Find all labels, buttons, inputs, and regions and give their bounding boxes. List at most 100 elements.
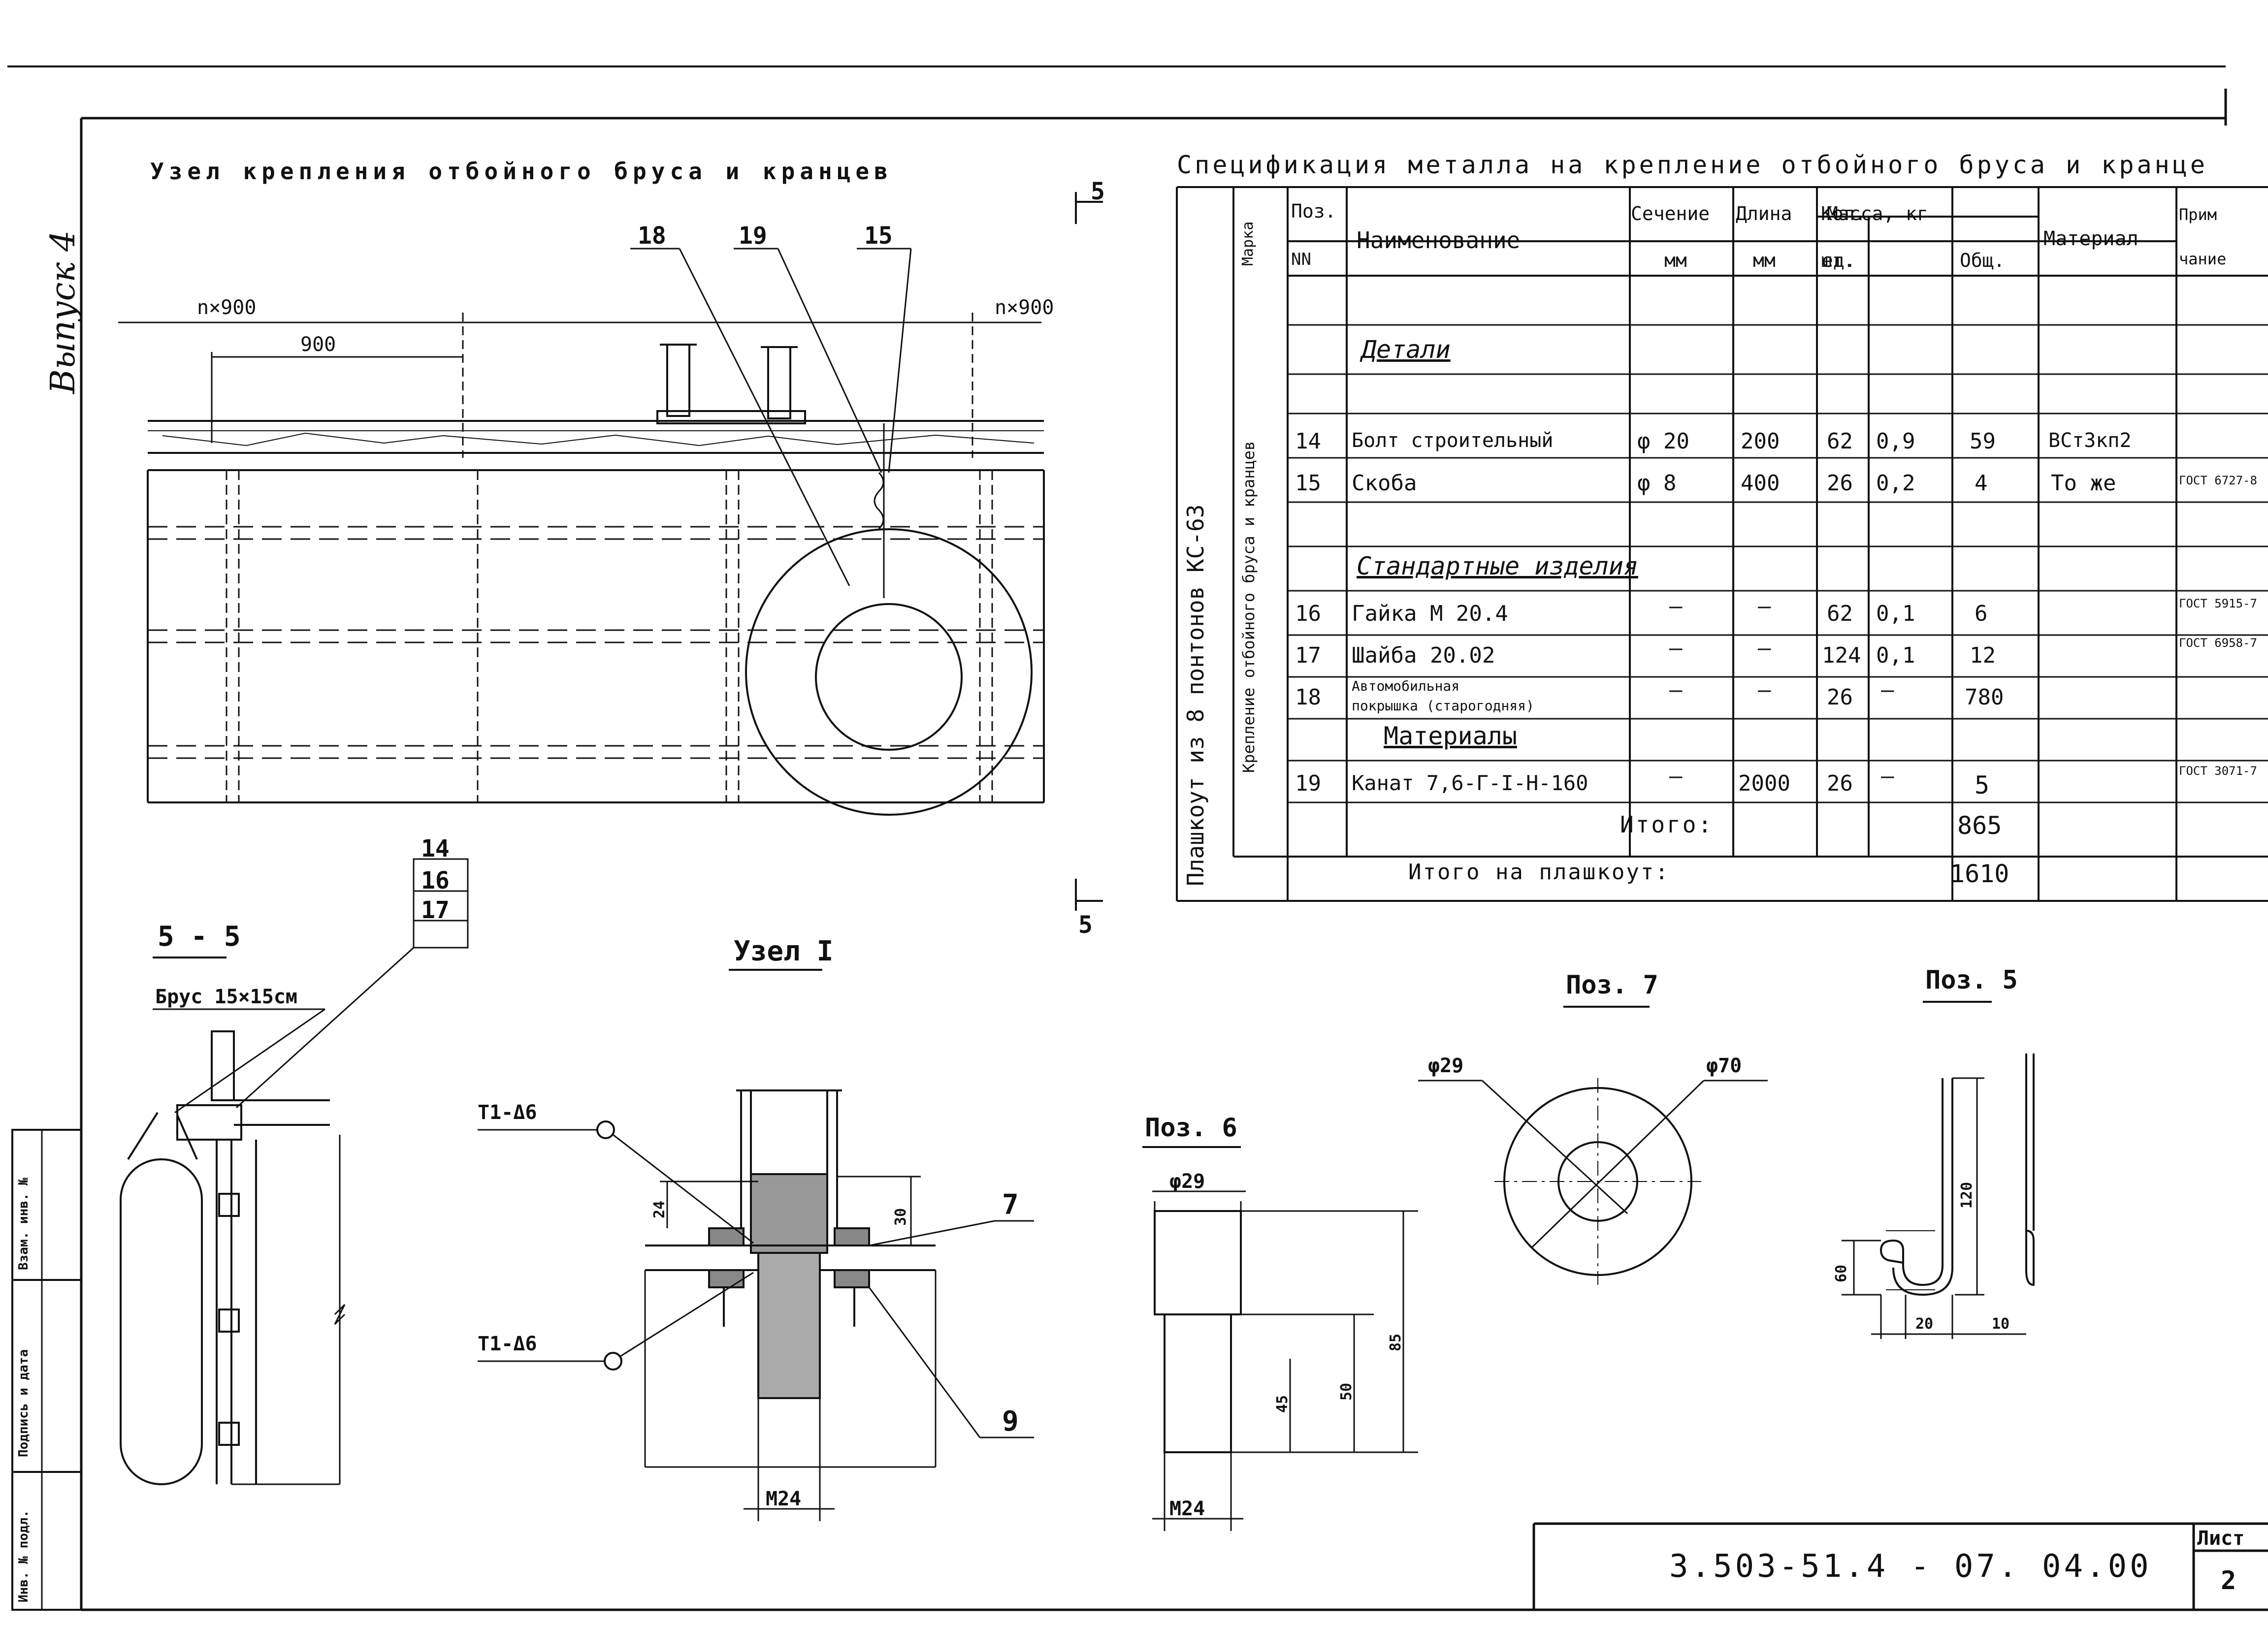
spec-row-14-material: ВСт3кп2 [2048,429,2132,452]
spec-header-mass-unit: ед. [1822,250,1856,271]
section-5-5 [120,858,469,1485]
spec-row-15-mass-total: 4 [1975,471,1988,496]
callout-16: 16 [421,867,450,894]
spec-header-note-1: Прим [2179,205,2217,224]
callout-9: 9 [1002,1405,1019,1437]
callout-17: 17 [421,896,450,924]
pos-6-diameter: φ29 [1169,1170,1205,1193]
pos-7-inner-diameter: φ29 [1428,1054,1464,1077]
dim-120: 120 [1958,1181,1976,1209]
spec-row-14-mass-unit: 0,9 [1876,429,1915,454]
dim-60: 60 [1833,1264,1850,1282]
spec-row-19-section: — [1669,764,1683,789]
spec-header-qty: Кол. [1821,203,1866,224]
beam-label: Брус 15×15см [155,986,297,1008]
spec-row-15-section: φ 8 [1637,471,1677,496]
spec-table: Плашкоут из 8 понтонов КС-63 Крепление о… [1177,192,2268,901]
dim-10: 10 [1992,1315,2010,1333]
pos-5-title: Поз. 5 [1925,965,2018,995]
spec-row-17-qty: 124 [1822,643,1861,668]
spec-row-14-length: 200 [1741,429,1780,454]
callout-15: 15 [864,222,893,250]
stamp-podpis-data: Подпись и дата [16,1349,31,1457]
spec-row-15-qty: 26 [1827,471,1853,496]
spec-row-19-name: Канат 7,6-Г-I-Н-160 [1352,771,1588,795]
spec-grand-total-value: 1610 [1950,860,2009,888]
spec-row-17-section: — [1669,636,1683,661]
section-mark-number-bottom: 5 [1078,911,1093,939]
main-view [118,192,1103,911]
weld-bottom: Т1-Δ6 [478,1333,537,1355]
spec-row-17-length: — [1758,636,1771,661]
spec-row-16-qty: 62 [1827,601,1853,626]
section-mark-number: 5 [1091,178,1105,205]
spec-row-16-length: — [1758,594,1771,619]
spec-total-value: 865 [1957,811,2002,840]
spec-row-18-pos: 18 [1295,685,1321,710]
spec-row-19-mass-unit: — [1881,764,1894,789]
node-1 [478,969,1034,1521]
fender-tire-section [120,1158,203,1485]
spec-row-15-name: Скоба [1352,471,1417,496]
section-5-5-title: 5 - 5 [158,921,241,953]
spec-total-label: Итого: [1620,811,1714,838]
series-label: Выпуск 4 [44,230,83,394]
stamp-vzam-inv: Взам. инв. № [16,1178,31,1270]
spec-row-18-section: — [1669,677,1683,702]
spec-row-16-note: ГОСТ 5915-7 [2179,597,2257,610]
spec-header-length: Длина [1736,203,1792,224]
spec-header-pos: Поз. [1291,200,1336,222]
spec-row-17-pos: 17 [1295,643,1321,668]
dim-left: n×900 [197,296,257,319]
spec-row-19-pos: 19 [1295,771,1321,796]
pos-6 [1142,1146,1418,1531]
spec-row-14-section: φ 20 [1637,429,1689,454]
spec-row-14-mass-total: 59 [1970,429,1996,454]
sheet-number: 2 [2221,1566,2236,1596]
pos-6-title: Поз. 6 [1145,1113,1237,1143]
spec-header-mass-total: Общ. [1960,250,2005,271]
spec-header-name: Наименование [1357,227,1521,254]
pos-7-outer-diameter: φ70 [1706,1054,1742,1077]
spec-row-15-note: ГОСТ 6727-8 [2179,474,2257,487]
spec-group-standard: Стандартные изделия [1357,552,1638,580]
node-1-title: Узел I [734,935,834,967]
spec-header-note-2: чание [2179,250,2227,268]
spec-header-section-unit: мм [1664,250,1687,271]
spec-table-grid [1176,186,2268,902]
spec-row-15-material: То же [2051,471,2116,496]
spec-header-material: Материал [2043,227,2138,250]
spec-row-16-section: — [1669,594,1683,619]
spec-group-details: Детали [1361,335,1451,364]
spec-row-16-mass-unit: 0,1 [1876,601,1915,626]
doc-number: 3.503-51.4 - 07. 04.00 [1669,1548,2152,1585]
spec-header-pos-nn: NN [1291,250,1311,269]
spec-row-18-mass-unit: — [1881,677,1894,702]
pos-6-thread: M24 [1169,1498,1205,1520]
spec-row-15-length: 400 [1741,471,1780,496]
dim-middle: 900 [300,333,336,356]
dim-30: 30 [892,1208,909,1226]
spec-row-18-name-line2: покрышка (старогодняя) [1352,698,1534,714]
stamp-inv-podl: Инв. № подл. [16,1510,31,1602]
spec-header-qty-unit: шт. [1821,250,1855,271]
dim-20: 20 [1915,1315,1934,1333]
spec-row-15-pos: 15 [1295,471,1321,496]
callout-14: 14 [421,835,450,862]
dim-right: n×900 [995,296,1054,319]
spec-header-mass: Масса, кг [1827,203,1928,224]
spec-row-16-pos: 16 [1295,601,1321,626]
callout-7: 7 [1002,1189,1019,1221]
dim-50: 50 [1338,1382,1355,1401]
spec-row-19-note: ГОСТ 3071-7 [2179,764,2257,778]
spec-row-17-mass-total: 12 [1970,643,1996,668]
spec-row-17-mass-unit: 0,1 [1876,643,1915,668]
spec-row-18-qty: 26 [1827,685,1853,710]
spec-row-14-name: Болт строительный [1352,429,1554,452]
spec-header-marka: Марка [1239,221,1257,266]
spec-title: Спецификация металла на крепление отбойн… [1177,151,2208,179]
spec-row-16-mass-total: 6 [1975,601,1988,626]
callout-18: 18 [638,222,666,250]
fender-tire [745,528,1033,816]
